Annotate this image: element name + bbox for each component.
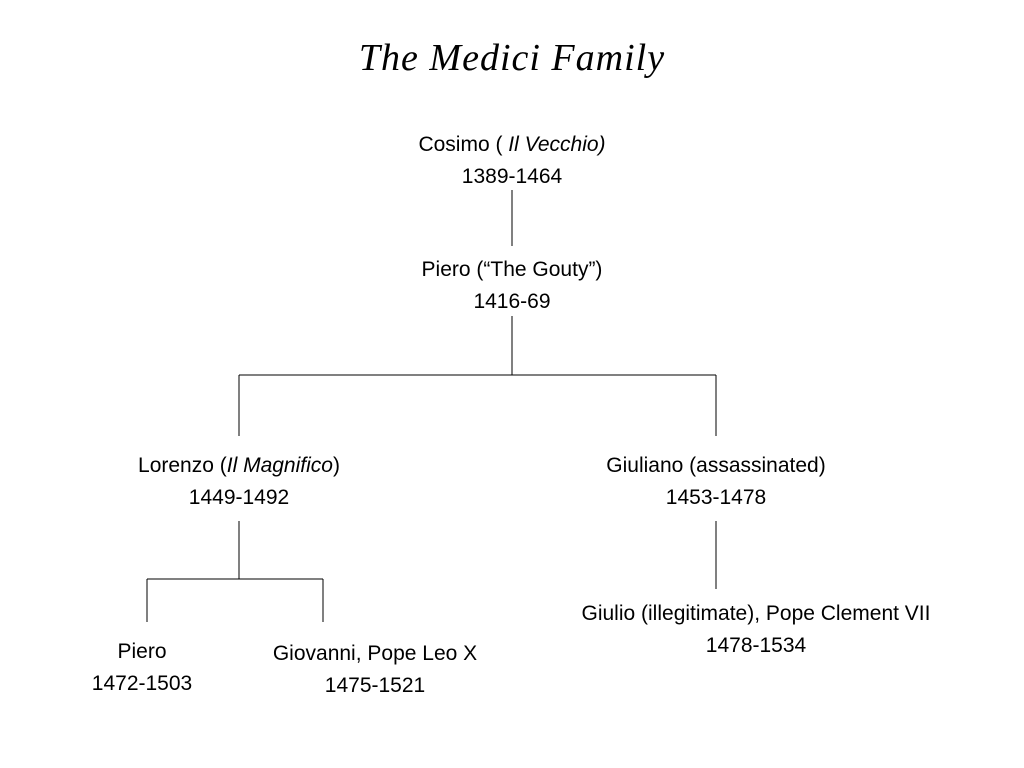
name-prefix: Lorenzo ( [138,454,227,477]
person-years: 1453-1478 [665,486,767,509]
person-name: Cosimo ( Il Vecchio) [312,129,712,161]
person-piero-the-gouty: Piero (“The Gouty”) 1416-69 [312,254,712,318]
epithet: Il Magnifico [226,454,333,477]
person-name: Giuliano (assassinated) [606,454,826,477]
person-years: 1416-69 [473,290,551,313]
person-cosimo: Cosimo ( Il Vecchio) 1389-1464 [312,129,712,193]
person-giuliano: Giuliano (assassinated) 1453-1478 [541,450,891,514]
person-name: Giulio (illegitimate), Pope Clement VII [581,602,931,625]
person-years: 1449-1492 [188,486,290,509]
person-giovanni: Giovanni, Pope Leo X 1475-1521 [225,638,525,702]
page-title: The Medici Family [358,37,666,79]
person-name: Giovanni, Pope Leo X [272,642,478,665]
name-suffix: ) [332,454,340,477]
person-years: 1472-1503 [91,672,193,695]
person-years: 1389-1464 [461,165,563,188]
person-years: 1475-1521 [324,674,426,697]
person-giulio: Giulio (illegitimate), Pope Clement VII … [506,598,1006,662]
person-lorenzo: Lorenzo (Il Magnifico) 1449-1492 [64,450,414,514]
person-name: Lorenzo (Il Magnifico) [64,450,414,482]
epithet: Il Vecchio) [508,133,606,156]
name-prefix: Cosimo ( [418,133,509,156]
person-years: 1478-1534 [705,634,807,657]
person-name: Piero (“The Gouty”) [421,258,603,281]
person-name: Piero [117,640,167,663]
person-piero-younger: Piero 1472-1503 [42,636,242,700]
